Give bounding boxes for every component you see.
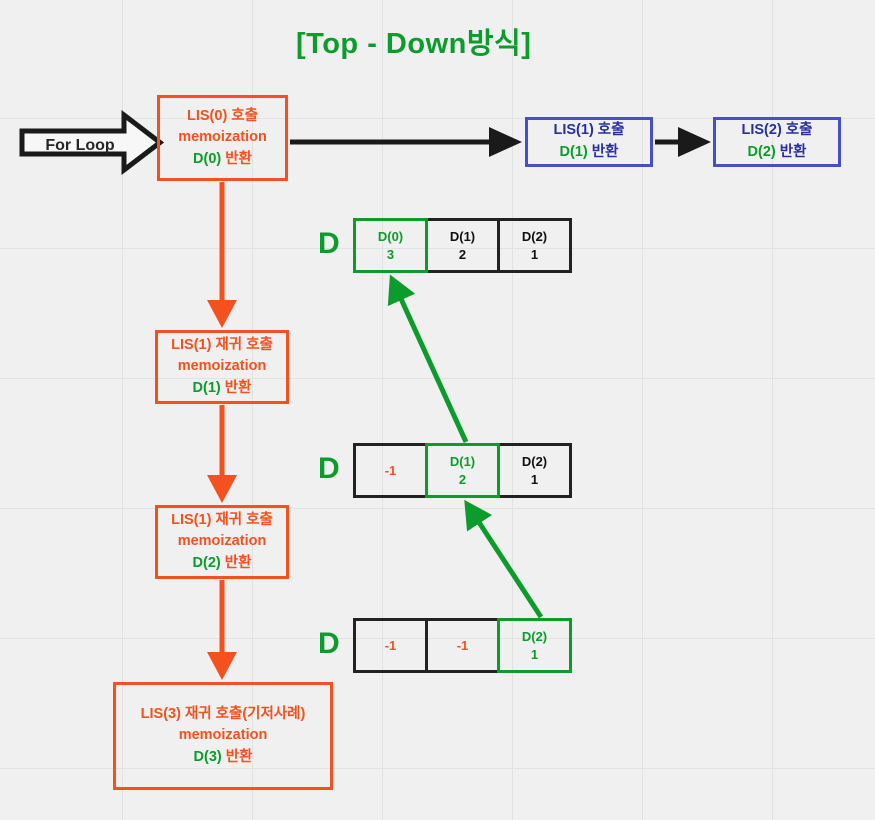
call-box-lis0-line2: memoization <box>178 129 267 146</box>
call-box-blue-lis2[interactable]: LIS(2) 호출 D(2) 반환 <box>713 117 841 167</box>
call-box-blue-lis1-return: D(1) 반환 <box>560 142 619 164</box>
array-1-cell-1-index: D(1) <box>449 228 476 244</box>
call-box-lis3-return: D(3) 반환 <box>194 747 253 768</box>
call-box-blue-lis1-return-code: D(1) <box>559 144 588 160</box>
call-box-lis0-return-code: D(0) <box>193 150 222 167</box>
call-box-lis2-line1: LIS(1) 재귀 호출 <box>171 512 273 529</box>
call-box-lis1-return-word: 반환 <box>224 379 252 396</box>
call-box-lis3-line1: LIS(3) 재귀 호출(기저사례) <box>140 706 306 723</box>
call-box-lis3[interactable]: LIS(3) 재귀 호출(기저사례) memoization D(3) 반환 <box>113 682 333 790</box>
call-box-lis1[interactable]: LIS(1) 재귀 호출 memoization D(1) 반환 <box>155 330 289 404</box>
array-1-cell-2-value: 1 <box>530 246 539 262</box>
array-label-1: D <box>318 227 340 260</box>
call-box-lis3-return-code: D(3) <box>193 748 222 765</box>
arrow-return-d1-to-d0 <box>387 274 469 444</box>
array-3-cell-1-value: -1 <box>456 637 469 653</box>
array-1-cell-2-index: D(2) <box>521 228 548 244</box>
array-1-cell-0[interactable]: D(0) 3 <box>353 218 428 273</box>
call-box-lis0-return: D(0) 반환 <box>193 149 252 170</box>
call-box-blue-lis2-return: D(2) 반환 <box>748 142 807 164</box>
array-2-cell-1-value: 2 <box>458 471 467 487</box>
array-2-cell-0-value: -1 <box>384 462 397 478</box>
call-box-lis2[interactable]: LIS(1) 재귀 호출 memoization D(2) 반환 <box>155 505 289 579</box>
memo-array-3: -1 -1 D(2) 1 <box>353 618 572 673</box>
array-3-cell-1[interactable]: -1 <box>425 618 500 673</box>
array-1-cell-1-value: 2 <box>458 246 467 262</box>
array-3-cell-0-value: -1 <box>384 637 397 653</box>
array-3-cell-2-value: 1 <box>530 646 539 662</box>
array-2-cell-2[interactable]: D(2) 1 <box>497 443 572 498</box>
memo-array-1: D(0) 3 D(1) 2 D(2) 1 <box>353 218 572 273</box>
call-box-lis2-return-code: D(2) <box>192 554 221 571</box>
call-box-lis1-line1: LIS(1) 재귀 호출 <box>171 337 273 354</box>
call-box-blue-lis1[interactable]: LIS(1) 호출 D(1) 반환 <box>525 117 653 167</box>
call-box-lis2-return-word: 반환 <box>224 554 252 571</box>
call-box-lis1-line2: memoization <box>177 358 267 375</box>
for-loop-arrow: For Loop <box>18 115 158 177</box>
array-label-2: D <box>318 452 340 485</box>
array-1-cell-1[interactable]: D(1) 2 <box>425 218 500 273</box>
call-box-lis1-return: D(1) 반환 <box>193 378 252 399</box>
array-2-cell-2-value: 1 <box>530 471 539 487</box>
call-box-lis0-return-word: 반환 <box>225 150 252 167</box>
array-3-cell-2[interactable]: D(2) 1 <box>497 618 572 673</box>
for-loop-label: For Loop <box>45 137 115 154</box>
page-title: [Top - Down방식] <box>296 28 532 60</box>
memo-array-2: -1 D(1) 2 D(2) 1 <box>353 443 572 498</box>
call-box-lis1-return-code: D(1) <box>192 379 221 396</box>
call-box-blue-lis2-return-word: 반환 <box>779 144 807 160</box>
array-label-3: D <box>318 627 340 660</box>
call-box-blue-lis2-line1: LIS(2) 호출 <box>741 122 813 139</box>
call-box-lis0-line1: LIS(0) 호출 <box>187 108 258 125</box>
call-box-lis2-line2: memoization <box>177 533 267 550</box>
array-3-cell-0[interactable]: -1 <box>353 618 428 673</box>
call-box-blue-lis1-line1: LIS(1) 호출 <box>553 122 625 139</box>
array-3-cell-2-index: D(2) <box>521 628 548 644</box>
array-2-cell-0[interactable]: -1 <box>353 443 428 498</box>
array-2-cell-1[interactable]: D(1) 2 <box>425 443 500 498</box>
call-box-blue-lis2-return-code: D(2) <box>747 144 776 160</box>
call-box-lis3-line2: memoization <box>178 727 268 744</box>
array-2-cell-2-index: D(2) <box>521 453 548 469</box>
call-box-lis3-return-word: 반환 <box>225 748 253 765</box>
array-2-cell-1-index: D(1) <box>449 453 476 469</box>
array-1-cell-0-index: D(0) <box>377 228 404 244</box>
call-box-lis2-return: D(2) 반환 <box>193 553 252 574</box>
array-1-cell-2[interactable]: D(2) 1 <box>497 218 572 273</box>
call-box-lis0[interactable]: LIS(0) 호출 memoization D(0) 반환 <box>157 95 288 181</box>
call-box-blue-lis1-return-word: 반환 <box>591 144 619 160</box>
array-1-cell-0-value: 3 <box>386 246 395 262</box>
arrow-return-d2-to-d1 <box>464 499 544 619</box>
